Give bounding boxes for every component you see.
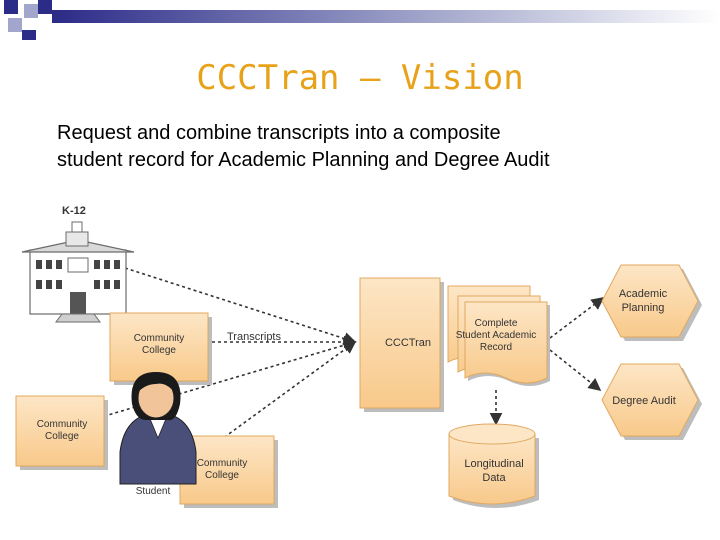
degree-audit-label: Degree Audit <box>612 395 676 407</box>
square-deco <box>8 18 22 32</box>
record-label-line1: Complete <box>475 318 518 329</box>
student-icon: Student <box>119 372 197 497</box>
arrow-to-degree-audit <box>549 349 602 391</box>
square-deco <box>4 0 18 14</box>
longitudinal-data-cylinder: Longitudinal Data <box>448 423 539 508</box>
transcripts-label: Transcripts <box>227 331 281 343</box>
cc2-label-line1: Community <box>37 419 88 430</box>
square-deco <box>24 4 38 18</box>
degree-audit-hexagon: Degree Audit <box>601 363 702 440</box>
ccctran-label: CCCTran <box>385 337 431 349</box>
academic-planning-line2: Planning <box>622 302 665 314</box>
square-deco <box>38 0 52 14</box>
arrow-to-academic-planning <box>549 297 605 339</box>
academic-planning-line1: Academic <box>619 288 668 300</box>
community-college-box-3: Community College <box>179 435 278 508</box>
slide-subtitle: Request and combine transcripts into a c… <box>57 120 697 174</box>
k12-label: K-12 <box>62 205 86 217</box>
record-label-line2: Student Academic <box>456 330 537 341</box>
cc1-label-line1: Community <box>134 333 185 344</box>
arrow-k12-to-ccctran <box>124 267 357 345</box>
longitudinal-line1: Longitudinal <box>464 458 523 470</box>
ccctran-box: CCCTran <box>359 277 444 412</box>
academic-planning-hexagon: Academic Planning <box>601 264 702 341</box>
school-building-icon: K-12 <box>21 205 135 323</box>
community-college-box-2: Community College <box>15 395 108 470</box>
record-label-line3: Record <box>480 342 512 353</box>
student-label: Student <box>136 486 171 497</box>
slide-title: CCCTran – Vision <box>196 58 524 98</box>
cc2-label-line2: College <box>45 431 79 442</box>
cc3-label-line2: College <box>205 470 239 481</box>
top-decoration-bar <box>4 0 720 40</box>
academic-record-document-icon: Complete Student Academic Record <box>447 285 550 386</box>
square-deco <box>22 30 36 40</box>
subtitle-line-1: Request and combine transcripts into a c… <box>57 122 501 144</box>
cc1-label-line2: College <box>142 345 176 356</box>
cc3-label-line1: Community <box>197 458 248 469</box>
longitudinal-line2: Data <box>482 472 506 484</box>
community-college-box-1: Community College <box>109 312 212 385</box>
subtitle-line-2: student record for Academic Planning and… <box>57 149 550 171</box>
